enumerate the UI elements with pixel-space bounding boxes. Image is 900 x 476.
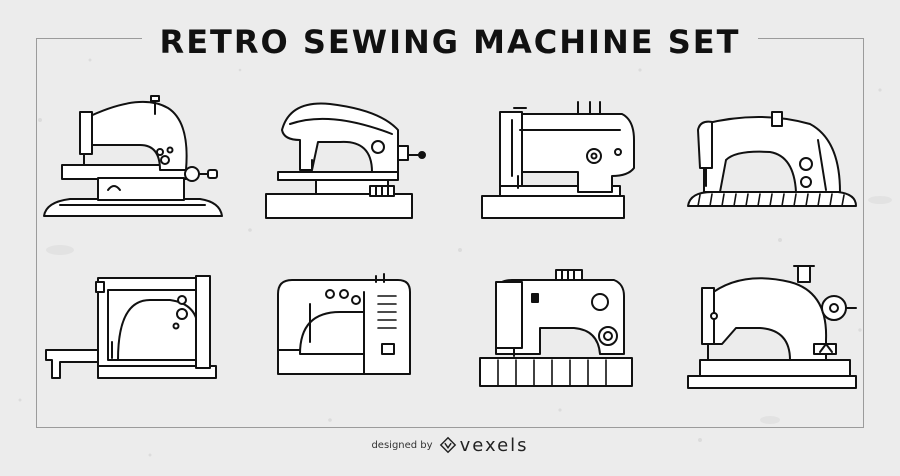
sewing-machine-2 xyxy=(265,102,426,219)
page-title: RETRO SEWING MACHINE SET xyxy=(141,22,759,62)
sewing-machine-7 xyxy=(479,269,633,387)
brand-name[interactable]: vexels xyxy=(459,434,529,456)
sewing-machine-6 xyxy=(277,273,411,375)
footer: designed by vexels xyxy=(0,432,900,458)
sewing-machine-3 xyxy=(481,101,635,219)
sewing-machine-8 xyxy=(687,265,857,389)
sewing-machine-4 xyxy=(687,111,857,207)
vexels-logo-icon xyxy=(439,436,456,454)
sewing-machine-1 xyxy=(43,95,223,217)
credit-text: designed by xyxy=(371,439,433,451)
sewing-machine-5 xyxy=(45,275,217,379)
